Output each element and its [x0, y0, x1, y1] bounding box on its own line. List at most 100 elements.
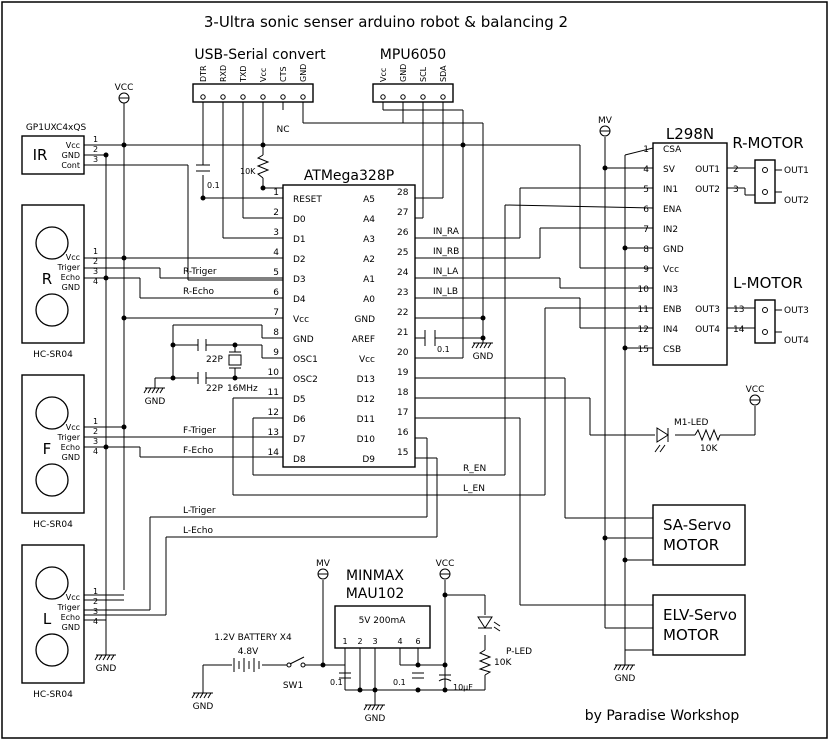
- wires: [84, 97, 765, 705]
- diagram-title: 3-Ultra sonic senser arduino robot & bal…: [204, 13, 568, 31]
- mcu-pin-label: D8: [293, 455, 306, 465]
- mcu-pin-num: 5: [273, 268, 279, 278]
- mcu-pin-num: 10: [268, 368, 280, 378]
- usb-pin-label: DTR: [199, 65, 208, 82]
- ground-symbol: GND: [143, 387, 165, 407]
- ir-pin-vcc: Vcc: [66, 141, 80, 150]
- header-pin: [420, 94, 426, 100]
- mcu-pin-num: 13: [268, 428, 279, 438]
- aref-cap: 0.1: [424, 330, 450, 354]
- sonar-pin-label: Vcc: [66, 593, 80, 602]
- l298-pin-num: 7: [643, 225, 649, 235]
- svg-text:GND: GND: [615, 674, 636, 684]
- mcu-pin-num: 12: [268, 408, 279, 418]
- mcu-pin-num: 25: [397, 248, 408, 258]
- l298-out-label: OUT2: [695, 185, 720, 195]
- l298-pin-num: 1: [643, 145, 649, 155]
- l298-pin-label: GND: [663, 245, 684, 255]
- reg-pin-1: 1: [342, 637, 347, 646]
- mcu-pin-label: D5: [293, 395, 306, 405]
- l298-pin-label: ENA: [663, 205, 682, 215]
- mcu-pin-num: 23: [397, 288, 408, 298]
- mcu-pin-label: A0: [363, 295, 375, 305]
- label-f-echo: F-Echo: [183, 446, 214, 456]
- label-r-trig: R-Triger: [183, 267, 217, 277]
- mcu-pin-label: A5: [363, 195, 375, 205]
- label-r-en: R_EN: [463, 464, 486, 474]
- l298-pin-num: 10: [638, 285, 650, 295]
- elv-servo-line1: ELV-Servo: [663, 606, 737, 624]
- mcu-pin-num: 15: [397, 448, 408, 458]
- r-motor-out2: OUT2: [784, 196, 809, 206]
- mv-supply: MV: [598, 116, 613, 137]
- l298-pin-num: 5: [643, 185, 649, 195]
- svg-text:GND: GND: [96, 664, 117, 674]
- l-motor-title: L-MOTOR: [733, 274, 803, 292]
- mcu-pin-label: D10: [357, 435, 376, 445]
- label-l-en: L_EN: [463, 484, 485, 494]
- mcu-pin-label: RESET: [293, 195, 322, 205]
- ir-part: GP1UXC4xQS: [26, 123, 87, 133]
- ground-symbol: GND: [363, 704, 385, 724]
- mcu-pin-num: 18: [397, 388, 409, 398]
- reg-cap2-label: 0.1: [393, 678, 406, 687]
- elv-servo-motor: ELV-Servo MOTOR: [652, 594, 746, 656]
- sonar-pin-label: Echo: [61, 613, 81, 622]
- mcu-pin-label: D7: [293, 435, 306, 445]
- sonar-group: RHC-SR04Vcc1Triger2Echo3GND4FHC-SR04Vcc1…: [21, 204, 98, 700]
- l298-pin-label: IN2: [663, 225, 678, 235]
- reg-cap3-label: 10μF: [453, 683, 473, 692]
- header-pin: [280, 94, 286, 100]
- mcu-pin-label: D6: [293, 415, 306, 425]
- vcc-supply: VCC: [436, 559, 454, 580]
- mcu-pin-num: 9: [273, 348, 279, 358]
- osc-cap2-label: 22P: [206, 384, 223, 394]
- l298-out-num: 2: [733, 165, 739, 175]
- mcu-pin-label: D12: [357, 395, 375, 405]
- mpu-pin-label: SCL: [419, 66, 428, 82]
- ir-pin-cont: Cont: [61, 161, 80, 170]
- l298-pin-num: 4: [643, 165, 649, 175]
- mcu-pin-num: 19: [397, 368, 409, 378]
- l-motor-out3: OUT3: [784, 306, 809, 316]
- sonar-pin-num: 3: [93, 267, 98, 276]
- usb-title: USB-Serial convert: [194, 47, 326, 63]
- reg-pin-3: 3: [372, 637, 377, 646]
- sonar-letter: R: [42, 270, 52, 288]
- mv-supply: MV: [316, 559, 331, 580]
- mcu-pin-label: D1: [293, 235, 306, 245]
- ir-num-1: 1: [93, 135, 98, 144]
- l298-pin-num: 12: [638, 325, 649, 335]
- vcc-supply: VCC: [746, 385, 764, 406]
- mcu-pin-label: A3: [363, 235, 375, 245]
- header-pin: [260, 94, 266, 100]
- label-l-echo: L-Echo: [183, 526, 213, 536]
- mcu-pin-label: D0: [293, 215, 306, 225]
- sonar-part: HC-SR04: [33, 350, 73, 360]
- r-motor-title: R-MOTOR: [732, 134, 803, 152]
- reset-cap-label: 0.1: [207, 181, 220, 190]
- p-led-label: P-LED: [506, 647, 532, 657]
- ground-symbol: GND: [613, 664, 636, 684]
- svg-text:GND: GND: [193, 702, 214, 712]
- usb-pin-label: GND: [299, 64, 308, 82]
- svg-text:GND: GND: [473, 352, 494, 362]
- mpu-title: MPU6050: [380, 47, 446, 63]
- label-in-ra: IN_RA: [433, 227, 460, 237]
- battery-label: 1.2V BATTERY X4: [214, 633, 292, 643]
- l298-pin-num: 11: [638, 305, 649, 315]
- mcu-pin-label: D4: [293, 295, 306, 305]
- mcu-pin-num: 24: [397, 268, 409, 278]
- mcu-pin-num: 21: [397, 328, 408, 338]
- sonar-pin-num: 2: [93, 257, 98, 266]
- mcu-pin-num: 16: [397, 428, 409, 438]
- header-pin: [400, 94, 406, 100]
- reset-network: 0.1 10K: [196, 154, 270, 190]
- p-resistor-label: 10K: [494, 658, 512, 668]
- footer-credit: by Paradise Workshop: [585, 708, 740, 724]
